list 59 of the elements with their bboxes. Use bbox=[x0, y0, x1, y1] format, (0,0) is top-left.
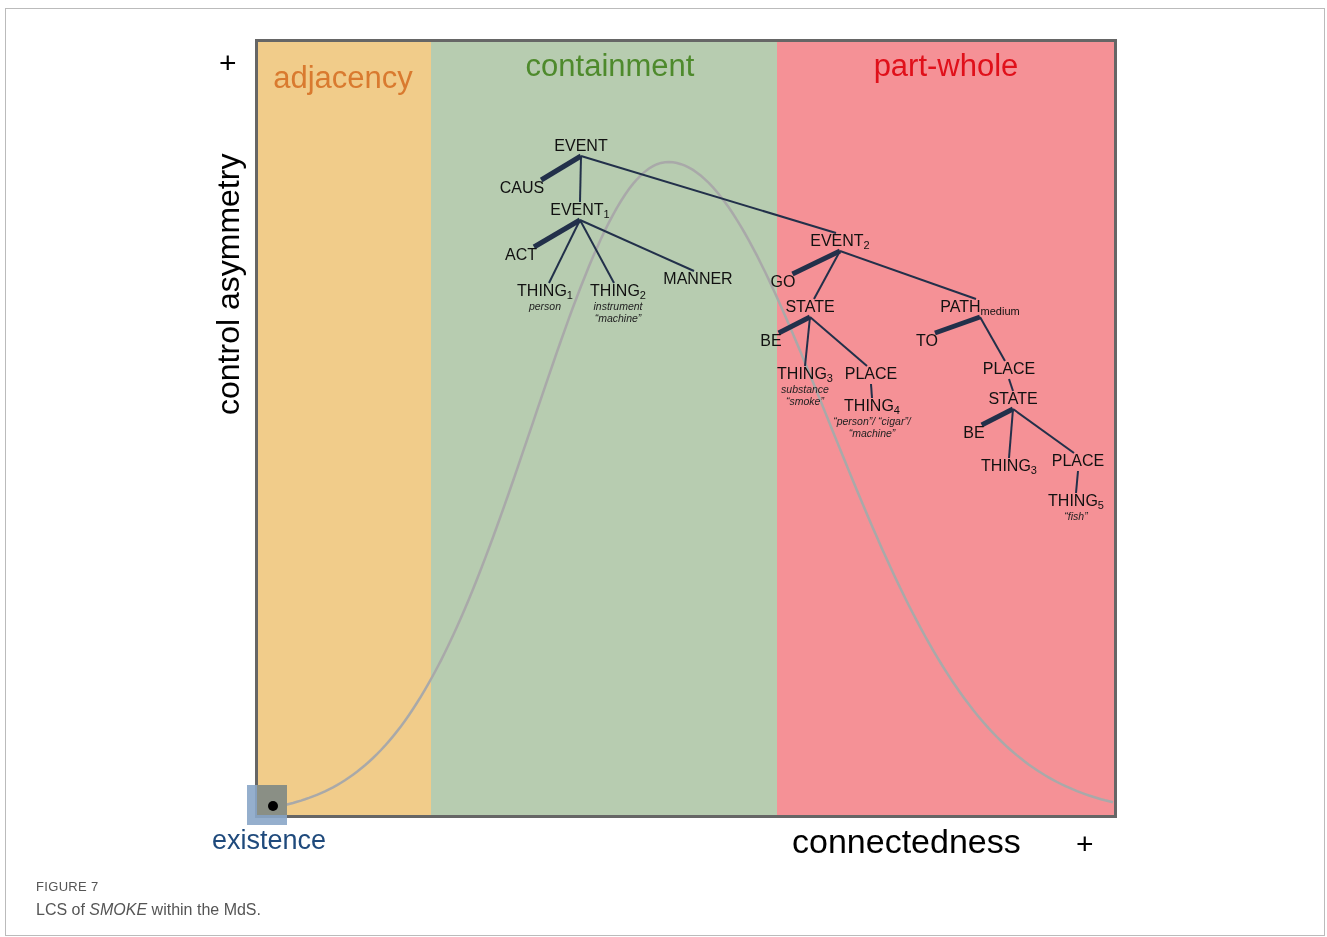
region-label: adjacency bbox=[273, 62, 413, 93]
tree-branch bbox=[979, 316, 1006, 362]
node-annotation: person bbox=[528, 300, 562, 312]
tree-node-label: PLACE bbox=[844, 365, 898, 383]
tree-branch bbox=[813, 250, 841, 300]
tree-node-label: MANNER bbox=[663, 270, 733, 288]
tree-node-label: THING$_{5}$ bbox=[1048, 492, 1104, 510]
tree-node-label: STATE bbox=[785, 298, 835, 316]
tree-branch bbox=[777, 314, 812, 336]
tree-node-label: PATH$_{medium}$ bbox=[940, 298, 1020, 316]
tree-node-label: THING$_{3}$ bbox=[777, 365, 833, 383]
region-band bbox=[257, 41, 431, 816]
tree-node-label: TO bbox=[916, 332, 938, 350]
tree-branch bbox=[532, 217, 582, 250]
tree-node-label: EVENT$_{2}$ bbox=[810, 232, 870, 250]
tree-branch bbox=[870, 383, 873, 399]
tree-branch bbox=[539, 153, 583, 183]
tree-node-label: EVENT bbox=[554, 137, 608, 155]
node-annotation: instrument “machine” bbox=[592, 300, 644, 324]
node-annotation: “person”/ “cigar”/ “machine” bbox=[832, 415, 913, 439]
tree-node-label: THING$_{4}$ bbox=[844, 397, 900, 415]
tree-branch bbox=[934, 314, 981, 336]
axis-label: connectedness bbox=[792, 824, 1021, 858]
tree-branch bbox=[809, 316, 868, 367]
tree-branch bbox=[980, 406, 1015, 428]
figure-number: FIGURE 7 bbox=[36, 878, 99, 896]
tree-node-label: STATE bbox=[988, 390, 1038, 408]
tree-branch bbox=[579, 219, 615, 284]
node-annotation: substance “smoke” bbox=[780, 383, 830, 407]
tree-branch bbox=[579, 219, 695, 272]
node-annotation: “fish” bbox=[1064, 510, 1088, 522]
tree-node-label: EVENT$_{1}$ bbox=[550, 201, 610, 219]
tree-node-label: GO bbox=[770, 273, 796, 291]
tree-branch bbox=[1008, 408, 1014, 459]
tree-node-label: PLACE bbox=[1051, 452, 1105, 470]
tree-node-label: THING$_{3}$ bbox=[981, 457, 1037, 475]
tree-branch bbox=[579, 155, 582, 203]
tree-branch bbox=[1008, 378, 1014, 392]
tree-branch bbox=[839, 250, 977, 300]
tree-branch bbox=[1075, 470, 1079, 494]
axis-label: + bbox=[219, 48, 237, 78]
axis-label: existence bbox=[212, 827, 327, 854]
region-label: containment bbox=[525, 50, 695, 81]
tree-node-label: THING$_{1}$ bbox=[517, 282, 573, 300]
tree-node-label: BE bbox=[760, 332, 782, 350]
tree-node-label: BE bbox=[963, 424, 985, 442]
tree-branch bbox=[791, 248, 842, 277]
axis-label: control asymmetry bbox=[212, 153, 244, 415]
tree-branch bbox=[548, 219, 581, 284]
tree-node-label: THING$_{2}$ bbox=[590, 282, 646, 300]
axis-label: + bbox=[1076, 829, 1094, 859]
tree-node-label: PLACE bbox=[982, 360, 1036, 378]
tree-branch bbox=[804, 316, 811, 367]
tree-node-label: CAUS bbox=[499, 179, 545, 197]
tree-branch bbox=[1012, 408, 1075, 454]
figure-caption: LCS of SMOKE within the MdS. bbox=[36, 900, 261, 920]
tree-branch bbox=[580, 155, 837, 234]
tree-node-label: ACT bbox=[505, 246, 537, 264]
region-label: part-whole bbox=[873, 50, 1019, 81]
